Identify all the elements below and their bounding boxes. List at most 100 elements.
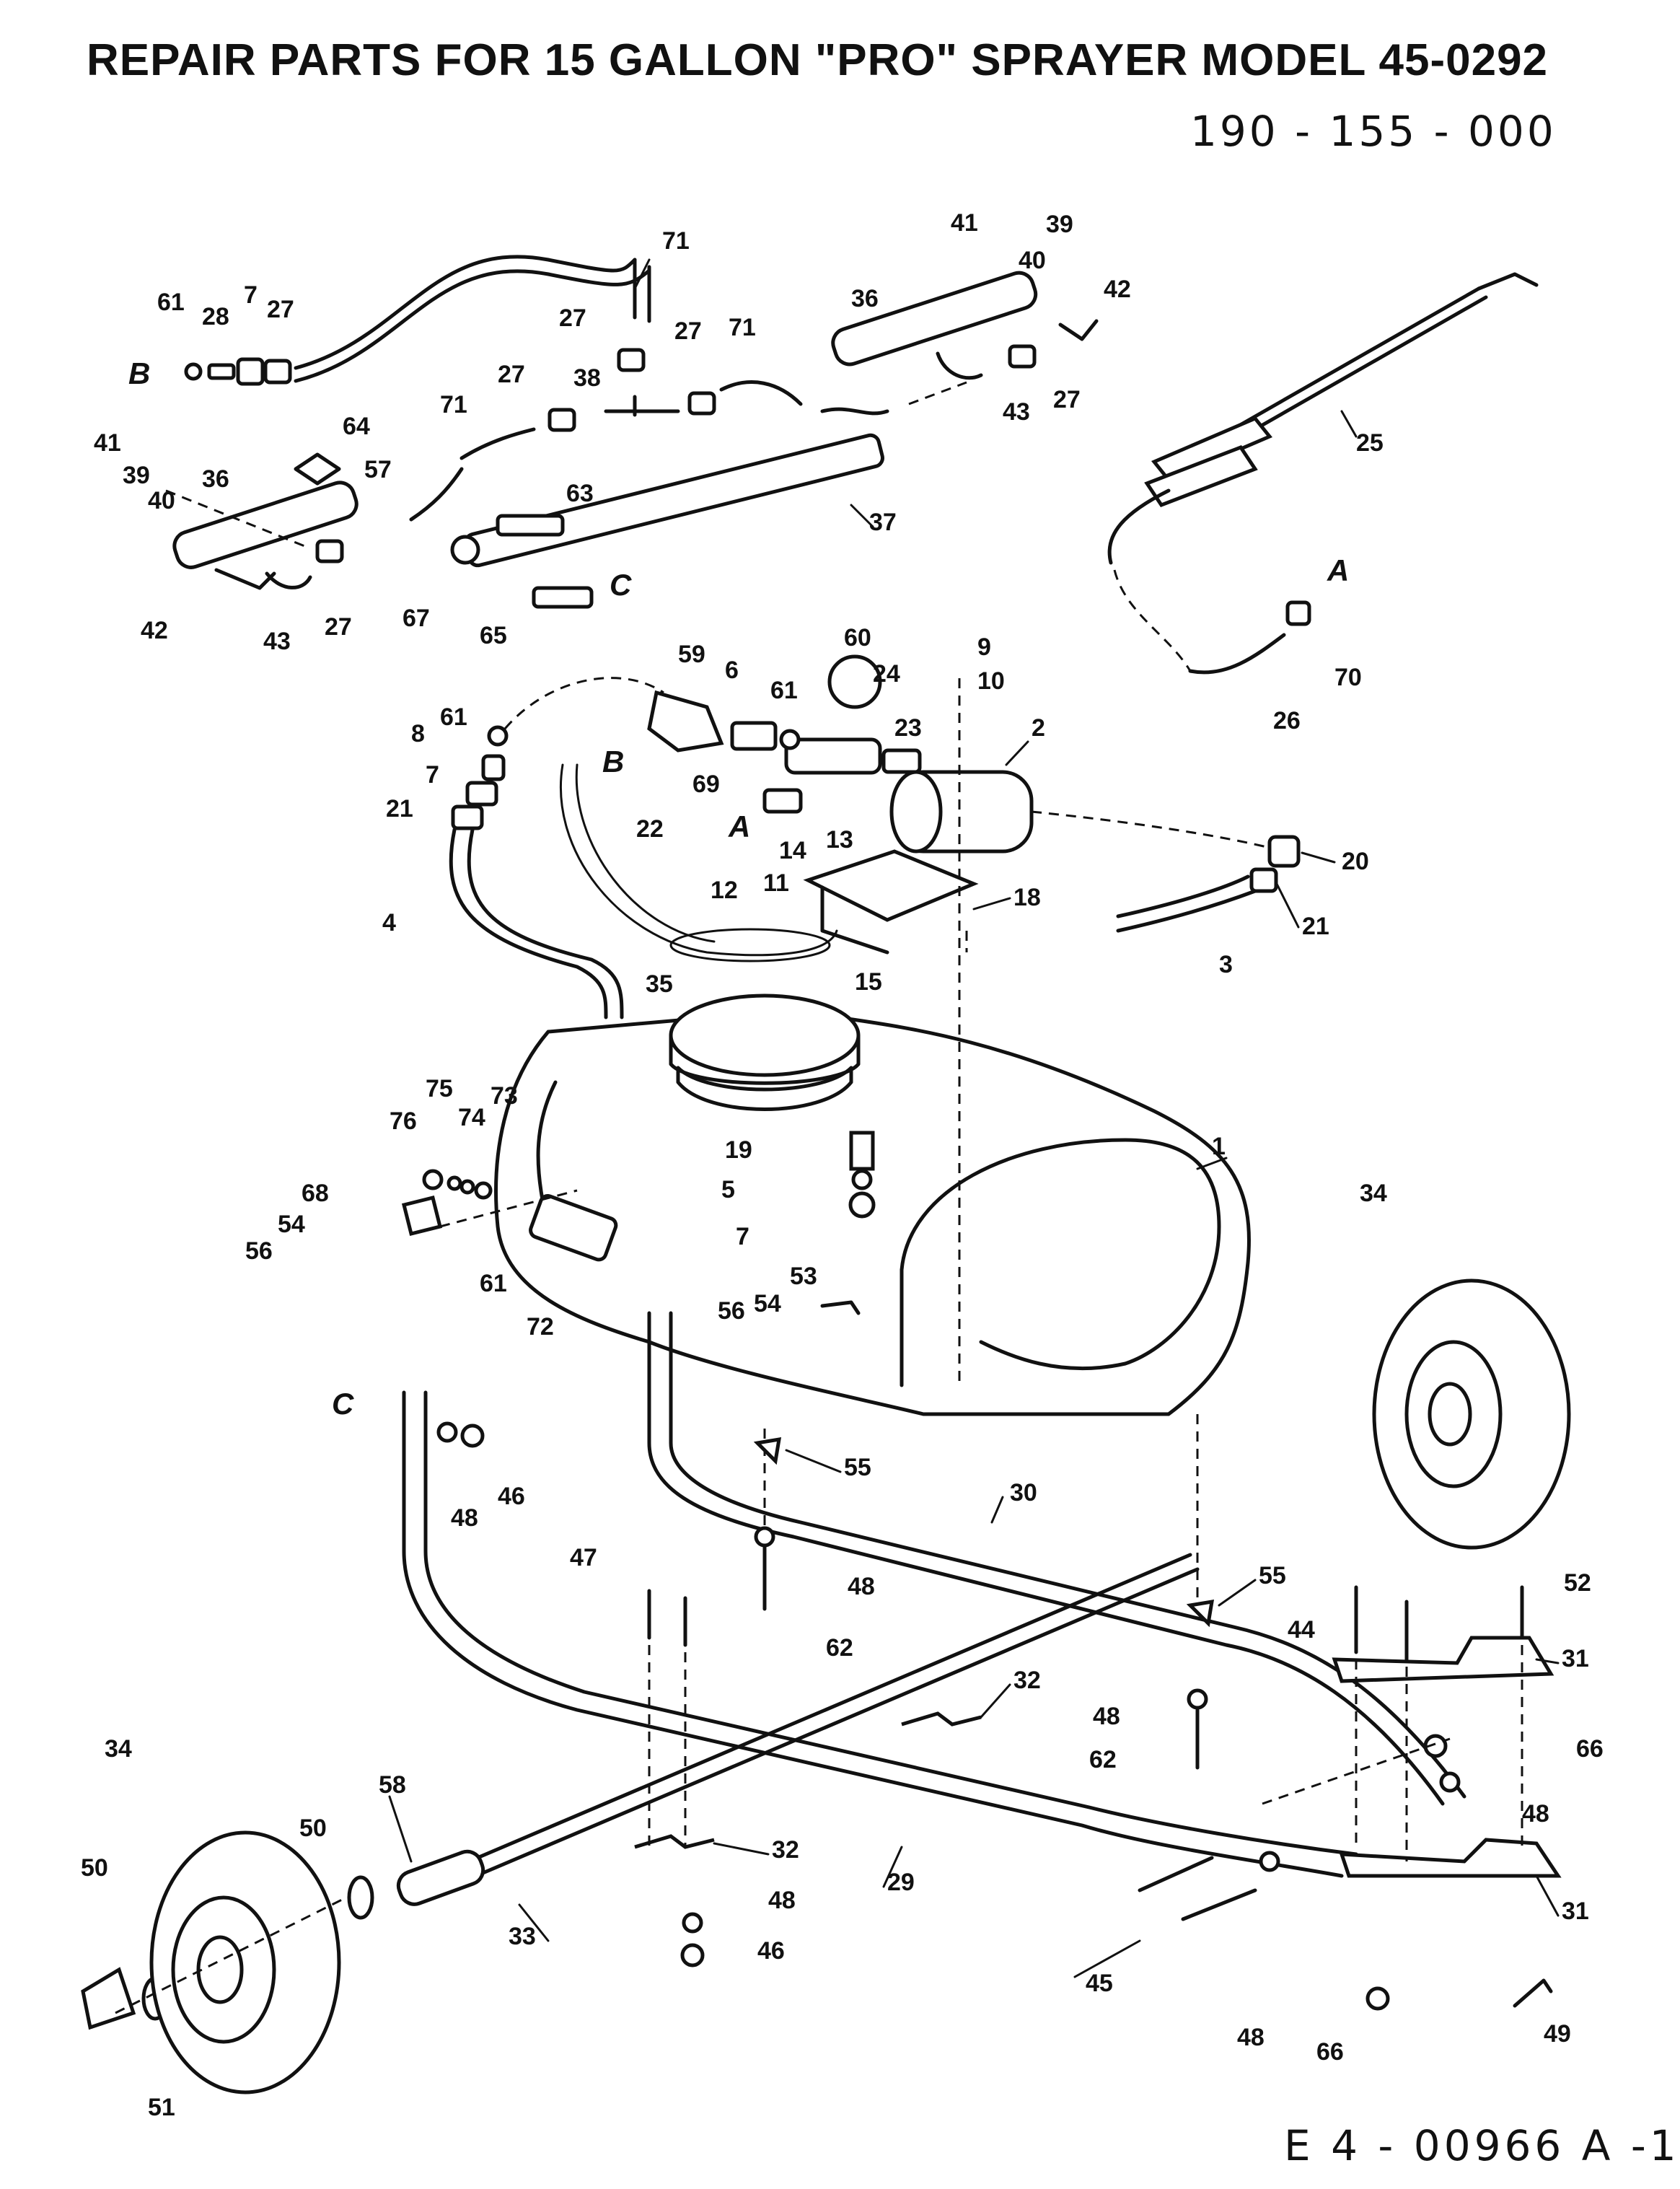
callout-66-b: 66	[1316, 2038, 1344, 2066]
washer-48-c	[1187, 1688, 1208, 1710]
callout-15: 15	[855, 968, 882, 996]
washer-61-b	[779, 729, 801, 750]
wire-harness-22	[560, 763, 838, 957]
fitting-7-a	[236, 357, 265, 386]
callout-36-b: 36	[851, 285, 879, 312]
callout-32-b: 32	[772, 1836, 799, 1864]
callout-43-a: 43	[263, 628, 291, 655]
callout-47: 47	[570, 1544, 597, 1571]
axle-33	[467, 1553, 1192, 1864]
fitting-27-a	[263, 359, 292, 385]
connection-letter-C-frame: C	[332, 1387, 354, 1421]
bracket-32-lower	[634, 1834, 715, 1849]
spacer-58	[396, 1849, 485, 1906]
callout-67: 67	[403, 605, 430, 632]
fitting-7-c	[848, 1191, 876, 1219]
callout-73: 73	[491, 1082, 518, 1110]
lock-washer-67	[450, 535, 480, 565]
callout-4: 4	[382, 909, 396, 936]
tee-59	[647, 690, 724, 753]
callout-27-f: 27	[1053, 386, 1081, 413]
callout-48-e: 48	[768, 1887, 796, 1914]
frame-assembly	[81, 1278, 1571, 2094]
pressure-gauge-60	[827, 654, 882, 709]
callout-40-b: 40	[1019, 247, 1046, 274]
hubcap-51	[81, 1967, 136, 2030]
callout-61-a: 61	[157, 289, 185, 316]
clamp-21-b	[451, 804, 484, 830]
callout-21-b: 21	[386, 795, 413, 822]
callout-2: 2	[1032, 714, 1045, 742]
callout-54-a: 54	[278, 1211, 305, 1238]
tank-assembly	[401, 678, 1251, 1609]
bracket-31-lower	[1339, 1838, 1562, 1878]
leader-lines	[388, 258, 1560, 1978]
trigger-handle	[1151, 416, 1273, 483]
callout-50-a: 50	[299, 1815, 327, 1842]
callout-9: 9	[977, 633, 991, 661]
callout-51: 51	[148, 2094, 175, 2121]
callout-43-b: 43	[1003, 398, 1030, 426]
hose-3	[1116, 874, 1250, 918]
callout-61-d: 61	[480, 1270, 507, 1297]
connection-letter-C-boom: C	[610, 568, 632, 602]
callout-48-f: 48	[1237, 2024, 1265, 2051]
washer-74	[459, 1179, 475, 1195]
callout-24: 24	[873, 660, 900, 688]
hose-71-left	[459, 427, 536, 460]
callout-52: 52	[1564, 1569, 1591, 1597]
callout-57: 57	[364, 456, 392, 483]
washer-48-f	[754, 1526, 775, 1548]
bracket-31-upper	[1332, 1636, 1554, 1683]
callout-38: 38	[573, 364, 601, 392]
callout-labels: 1 2 3 4 5 6 7 7 7 8 9 10 11 12 13 14 15 …	[81, 209, 1604, 2121]
callout-63: 63	[566, 480, 594, 507]
callout-23: 23	[894, 714, 922, 742]
bolt-63	[496, 514, 565, 537]
callout-46-a: 46	[498, 1483, 525, 1510]
callout-28: 28	[202, 303, 229, 330]
bolt-45	[1138, 1856, 1257, 1921]
callout-26: 26	[1273, 707, 1301, 734]
wheel-34-left	[149, 1830, 341, 2094]
wand-25	[1224, 286, 1481, 435]
callout-46-b: 46	[757, 1937, 785, 1965]
connection-letter-A-pump: A	[728, 810, 750, 843]
clamp-27-e	[315, 539, 344, 563]
hose-43-left	[265, 571, 312, 589]
callout-27-e: 27	[325, 613, 352, 641]
clamp-27-f	[1008, 344, 1037, 369]
boom-assembly	[165, 255, 1099, 609]
callout-27-d: 27	[498, 361, 525, 388]
callout-41-a: 41	[94, 429, 121, 457]
fitting-7-b	[465, 781, 498, 807]
callout-21-a: 21	[1302, 913, 1329, 940]
callout-48-d: 48	[1522, 1800, 1549, 1828]
pump-assembly	[449, 654, 1301, 1019]
callout-56-a: 56	[245, 1237, 273, 1265]
washer-73	[474, 1181, 493, 1200]
callout-48-c: 48	[1093, 1703, 1120, 1730]
callout-19: 19	[725, 1136, 752, 1164]
callout-42-b: 42	[1104, 276, 1131, 303]
fitting-27-b	[617, 348, 646, 372]
connection-letter-A-wand: A	[1327, 553, 1349, 587]
callout-45: 45	[1086, 1970, 1113, 1997]
frame-30	[647, 1311, 1445, 1806]
callout-30: 30	[1010, 1479, 1037, 1506]
washer-48-e	[1259, 1851, 1280, 1872]
washer-48-a	[436, 1421, 458, 1443]
callout-25: 25	[1356, 429, 1384, 457]
callout-8: 8	[411, 720, 425, 747]
callout-36-a: 36	[202, 465, 229, 493]
callout-40-a: 40	[148, 487, 175, 514]
fitting-6	[730, 721, 778, 751]
tank-lid-35	[669, 993, 861, 1077]
callout-66-a: 66	[1576, 1735, 1604, 1763]
washer-75	[447, 1175, 462, 1191]
callout-50-b: 50	[81, 1854, 108, 1882]
fitting-69	[762, 788, 803, 814]
fitting-70	[1285, 600, 1311, 626]
callout-62-b: 62	[1089, 1746, 1117, 1773]
